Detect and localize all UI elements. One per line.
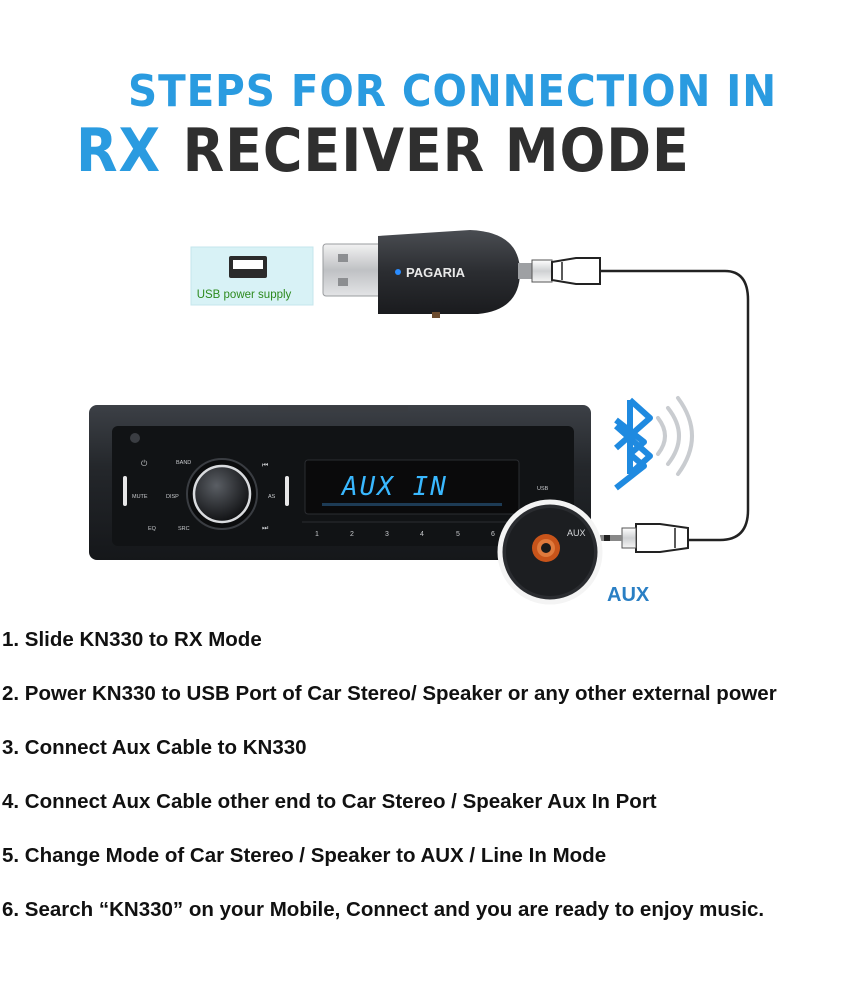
aux-label: AUX xyxy=(607,584,650,606)
title-rx: RX xyxy=(76,116,162,186)
preset-5[interactable]: 5 xyxy=(456,531,460,538)
stereo-display: AUX IN xyxy=(340,472,448,502)
aux-plug-icon xyxy=(518,257,601,285)
band-button[interactable]: BAND xyxy=(176,460,191,466)
step-3: 3. Connect Aux Cable to KN330 xyxy=(2,736,307,759)
disp-button[interactable]: DISP xyxy=(166,494,179,500)
device-brand: PAGARIA xyxy=(406,265,466,280)
signal-waves-icon xyxy=(656,396,694,476)
bluetooth-icon xyxy=(614,397,653,491)
car-stereo: BAND MUTE DISP AS EQ SRC USB ⏻ ⏮ ⏭ AUX I… xyxy=(89,405,591,560)
step-6: 6. Search “KN330” on your Mobile, Connec… xyxy=(2,898,765,921)
src-button[interactable]: SRC xyxy=(178,526,190,532)
usb-port-icon xyxy=(229,256,267,278)
aux-port-zoom: AUX xyxy=(497,499,603,605)
title-line-1: STEPS FOR CONNECTION IN xyxy=(128,66,778,117)
eq-button[interactable]: EQ xyxy=(148,526,157,532)
aux-cable xyxy=(600,269,750,542)
title-line-2: RX RECEIVER MODE xyxy=(76,116,690,186)
step-4: 4. Connect Aux Cable other end to Car St… xyxy=(2,790,657,813)
preset-6[interactable]: 6 xyxy=(491,531,495,538)
aux-plug-icon xyxy=(600,523,689,553)
usb-port-label: USB xyxy=(537,486,549,492)
mute-button[interactable]: MUTE xyxy=(132,494,148,500)
title-receiver-mode: RECEIVER MODE xyxy=(182,116,690,186)
connection-illustration: USB power supply PAGARIA xyxy=(89,230,750,606)
prev-icon[interactable]: ⏮ xyxy=(262,462,268,469)
step-1: 1. Slide KN330 to RX Mode xyxy=(2,628,262,651)
as-button[interactable]: AS xyxy=(268,494,276,500)
preset-1[interactable]: 1 xyxy=(315,531,319,538)
preset-3[interactable]: 3 xyxy=(385,531,389,538)
usb-power-supply: USB power supply xyxy=(190,246,314,306)
power-icon[interactable]: ⏻ xyxy=(141,459,148,468)
aux-port-label: AUX xyxy=(567,528,586,538)
preset-buttons: 1 2 3 4 5 6 xyxy=(302,521,520,538)
usb-power-label: USB power supply xyxy=(197,289,292,301)
volume-knob-icon[interactable] xyxy=(186,458,258,530)
preset-2[interactable]: 2 xyxy=(350,531,354,538)
bluetooth-dongle: PAGARIA xyxy=(322,230,520,318)
step-2: 2. Power KN330 to USB Port of Car Stereo… xyxy=(2,682,777,705)
step-5: 5. Change Mode of Car Stereo / Speaker t… xyxy=(2,844,607,867)
next-icon[interactable]: ⏭ xyxy=(262,525,269,532)
preset-4[interactable]: 4 xyxy=(420,531,424,538)
